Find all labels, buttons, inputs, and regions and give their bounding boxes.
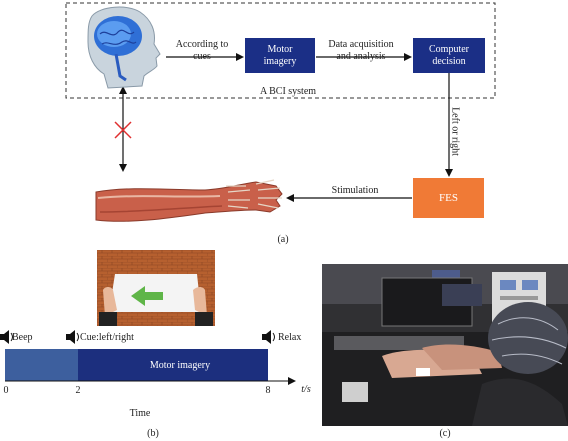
cue-screen-drawing	[97, 250, 215, 326]
data-label-line1: Data acquisition	[328, 39, 394, 50]
arrowhead-up	[119, 86, 127, 94]
motor-imagery-box: Motor imagery	[245, 38, 315, 73]
fes-label: FES	[439, 192, 458, 204]
fes-device	[342, 382, 368, 402]
experiment-photo	[322, 264, 568, 426]
tick-0: 0	[3, 385, 9, 396]
time-axis-arrowhead	[288, 377, 296, 385]
cue-speaker-icon	[66, 330, 79, 344]
arrowhead-down	[119, 164, 127, 172]
caption-a: (a)	[277, 234, 289, 245]
fes-box: FES	[413, 178, 484, 218]
left-arrow-cue-icon	[131, 286, 163, 306]
beep-speaker-icon	[0, 330, 13, 344]
bci-system-label: A BCI system	[259, 86, 317, 97]
cue-label: Cue:left/right	[80, 332, 134, 343]
motor-imagery-segment	[78, 349, 268, 381]
tick-8: 8	[265, 385, 271, 396]
cross-icon-stroke	[114, 121, 132, 139]
stimulation-label: Stimulation	[331, 185, 379, 196]
arrowhead-data	[404, 53, 412, 61]
axis-unit: t/s	[301, 384, 311, 395]
caption-c: (c)	[439, 428, 451, 439]
arm-muscle-icon	[95, 179, 283, 222]
motor-imagery-line1: Motor	[267, 43, 293, 55]
data-label-line2: and analysis	[336, 51, 386, 62]
computer-decision-box: Computer decision	[413, 38, 485, 73]
cue-label-line2: cues	[193, 51, 211, 62]
caption-b: (b)	[147, 428, 159, 439]
cue-screen-image	[97, 250, 215, 326]
experiment-photo-drawing	[322, 264, 568, 426]
computer-decision-line2: decision	[432, 55, 466, 67]
motor-imagery-line2: imagery	[263, 55, 297, 67]
beep-segment	[5, 349, 78, 381]
relax-label: Relax	[278, 332, 302, 343]
hand-right	[422, 344, 502, 370]
arrowhead-cues	[236, 53, 244, 61]
motor-imagery-timeline-label: Motor imagery	[149, 360, 211, 371]
axis-title: Time	[129, 408, 151, 419]
cue-label-line1: According to	[175, 39, 229, 50]
brain-head-icon	[87, 6, 161, 89]
computer-decision-line1: Computer	[429, 43, 469, 55]
arrowhead-stimulation	[286, 194, 294, 202]
beep-label: Beep	[12, 332, 33, 343]
relax-speaker-icon	[262, 330, 275, 344]
bci-system-frame	[65, 2, 496, 99]
tick-2: 2	[75, 385, 81, 396]
arrowhead-left-right	[445, 169, 453, 177]
